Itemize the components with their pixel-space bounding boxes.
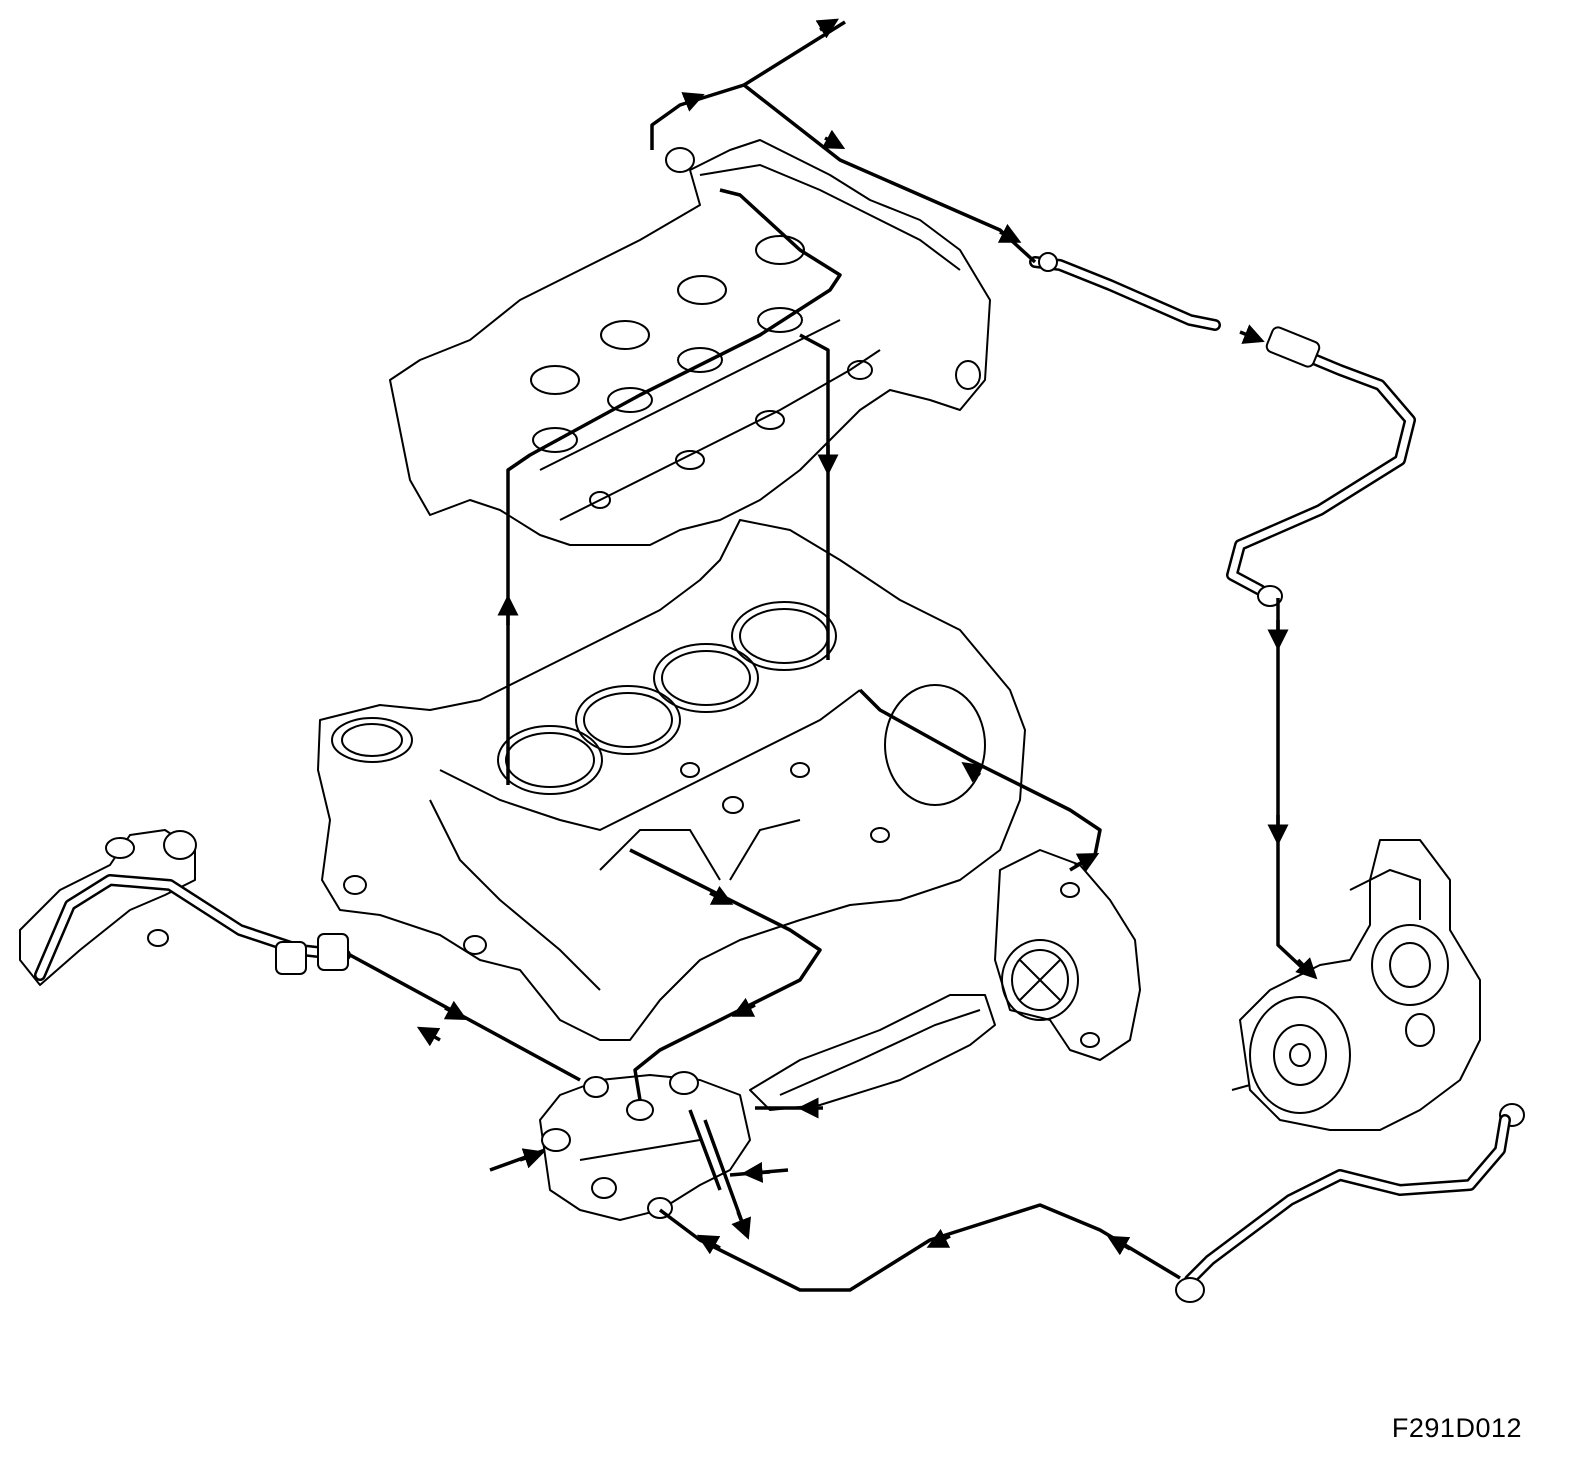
turbo-coolant-feed-pipe [1029, 252, 1416, 607]
cylinder-block [317, 519, 1026, 1041]
cylinder-head [389, 139, 991, 546]
figure-reference-code: F291D012 [1391, 1413, 1522, 1443]
flow-arrows [416, 18, 1318, 1256]
thermostat-housing [539, 1071, 751, 1221]
heater-pipe [19, 829, 351, 986]
turbocharger [1231, 839, 1525, 1131]
turbo-coolant-return-pipe [1175, 1114, 1511, 1303]
